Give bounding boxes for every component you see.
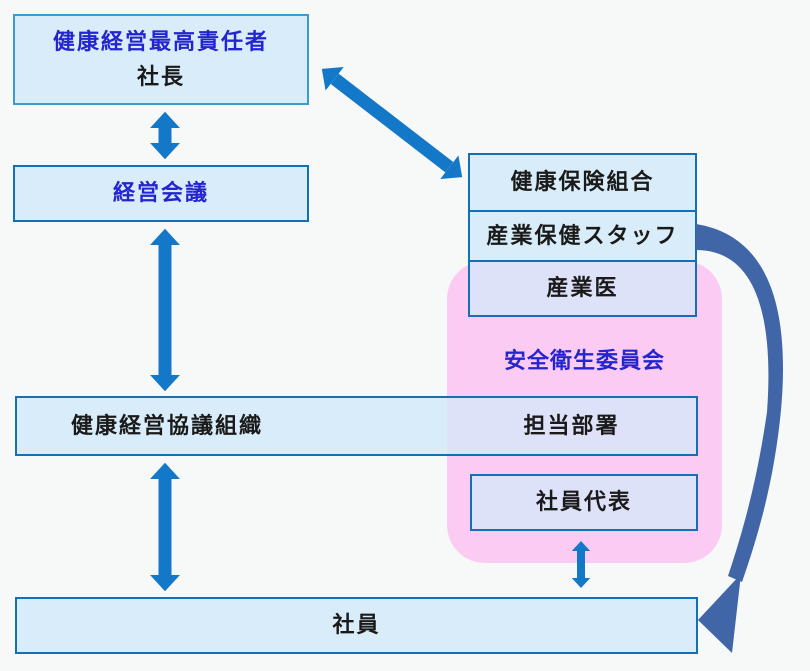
management-meeting-box: 経営会議 <box>13 165 309 222</box>
employees-label: 社員 <box>332 612 381 638</box>
occupational-physician-label: 産業医 <box>546 275 619 301</box>
responsible-department-section: 担当部署 <box>447 398 696 454</box>
health-insurance-union-label: 健康保険組合 <box>510 169 655 195</box>
occupational-health-staff-row: 産業保健スタッフ <box>470 210 695 260</box>
occupational-health-staff-label: 産業保健スタッフ <box>486 222 679 248</box>
council-band: 担当部署 健康経営協議組織 <box>15 396 698 456</box>
double-arrow-ceo-insurance-icon <box>321 66 463 180</box>
ceo-title: 健康経営最高責任者 <box>52 29 269 55</box>
responsible-department-label: 担当部署 <box>523 412 620 438</box>
employees-box: 社員 <box>15 597 698 654</box>
curved-arrow-head-icon <box>698 574 741 653</box>
safety-committee-label: 安全衛生委員会 <box>503 348 665 373</box>
external-support-stack: 健康保険組合 産業保健スタッフ 産業医 <box>468 153 697 317</box>
management-meeting-label: 経営会議 <box>112 180 209 206</box>
occupational-physician-row: 産業医 <box>470 260 695 315</box>
ceo-subtitle: 社長 <box>136 63 185 89</box>
employee-representative-label: 社員代表 <box>535 489 632 515</box>
council-label: 健康経営協議組織 <box>70 412 263 438</box>
ceo-box: 健康経営最高責任者 社長 <box>13 14 309 105</box>
health-insurance-union-row: 健康保険組合 <box>470 155 695 210</box>
employee-representative-box: 社員代表 <box>470 474 698 531</box>
